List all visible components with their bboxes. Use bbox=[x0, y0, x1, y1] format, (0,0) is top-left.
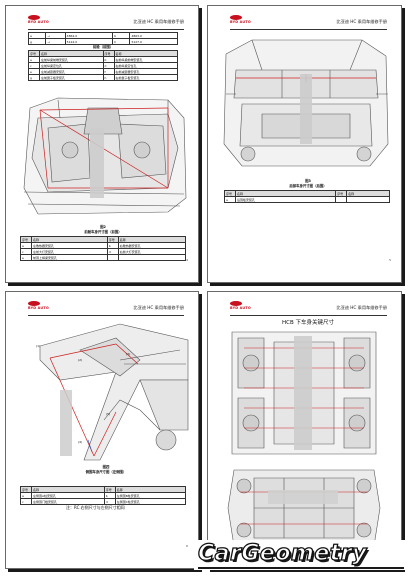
page-number: 4 bbox=[186, 258, 188, 262]
figure-number: 图四 bbox=[102, 465, 110, 469]
rear-body-figure bbox=[223, 39, 389, 167]
cargeometry-watermark: CarGeometry bbox=[194, 540, 406, 570]
page-header: BYD AUTO 比亚迪 HC 乘用车维修手册 bbox=[28, 15, 184, 30]
manual-title: 比亚迪 HC 乘用车维修手册 bbox=[336, 19, 387, 24]
manual-page-2: BYD AUTO 比亚迪 HC 乘用车维修手册 图3 后部车身尺寸图（后围） 序… bbox=[207, 5, 402, 283]
byd-logo: BYD AUTO bbox=[230, 301, 254, 310]
figure-caption: 侧围车身尺寸图（左侧围） bbox=[85, 470, 127, 474]
manual-page-3: BYD AUTO 比亚迪 HC 乘用车维修手册 (1) (2) (3) (4) … bbox=[5, 291, 199, 569]
figure-caption: 后部车身尺寸图（后围） bbox=[289, 184, 327, 188]
byd-logo: BYD AUTO bbox=[230, 15, 254, 24]
underbody-upper-figure bbox=[231, 331, 377, 455]
side-body-figure bbox=[39, 323, 189, 461]
byd-logo: BYD AUTO bbox=[28, 15, 52, 24]
watermark-underline bbox=[198, 567, 404, 569]
page-number: 6 bbox=[186, 544, 188, 548]
point-label-3: (3) bbox=[126, 352, 131, 356]
manual-title: 比亚迪 HC 乘用车维修手册 bbox=[133, 305, 184, 310]
point-label-5: (5) bbox=[106, 412, 111, 416]
byd-logo: BYD AUTO bbox=[28, 301, 52, 310]
figure-caption: 前舱车身尺寸图（前围） bbox=[84, 230, 122, 234]
section-title: HCB 下车身关键尺寸 bbox=[282, 320, 334, 326]
figure-number: 图3 bbox=[305, 179, 311, 183]
point-label-2: (2) bbox=[78, 358, 83, 362]
page-header: BYD AUTO 比亚迪 HC 乘用车维修手册 bbox=[28, 301, 184, 316]
page-number: 5 bbox=[389, 258, 391, 262]
point-label-4: (4) bbox=[78, 440, 83, 444]
page-header: BYD AUTO 比亚迪 HC 乘用车维修手册 bbox=[230, 301, 387, 316]
manual-page-4: BYD AUTO 比亚迪 HC 乘用车维修手册 HCB 下车身关键尺寸 bbox=[207, 291, 402, 569]
manual-title: 比亚迪 HC 乘用车维修手册 bbox=[133, 19, 184, 24]
watermark-text: CarGeometry bbox=[197, 540, 367, 566]
underbody-lower-figure bbox=[227, 469, 381, 547]
manual-title: 比亚迪 HC 乘用车维修手册 bbox=[336, 305, 387, 310]
section-caption: 前舱（前围） bbox=[92, 45, 114, 49]
figure-number: 图2 bbox=[100, 225, 106, 229]
front-compartment-figure bbox=[23, 97, 187, 215]
page-header: BYD AUTO 比亚迪 HC 乘用车维修手册 bbox=[230, 15, 387, 30]
point-label-1: (1) bbox=[36, 344, 41, 348]
figure-note: 注：RC 右侧尺寸与左侧尺寸相同 bbox=[66, 505, 125, 510]
